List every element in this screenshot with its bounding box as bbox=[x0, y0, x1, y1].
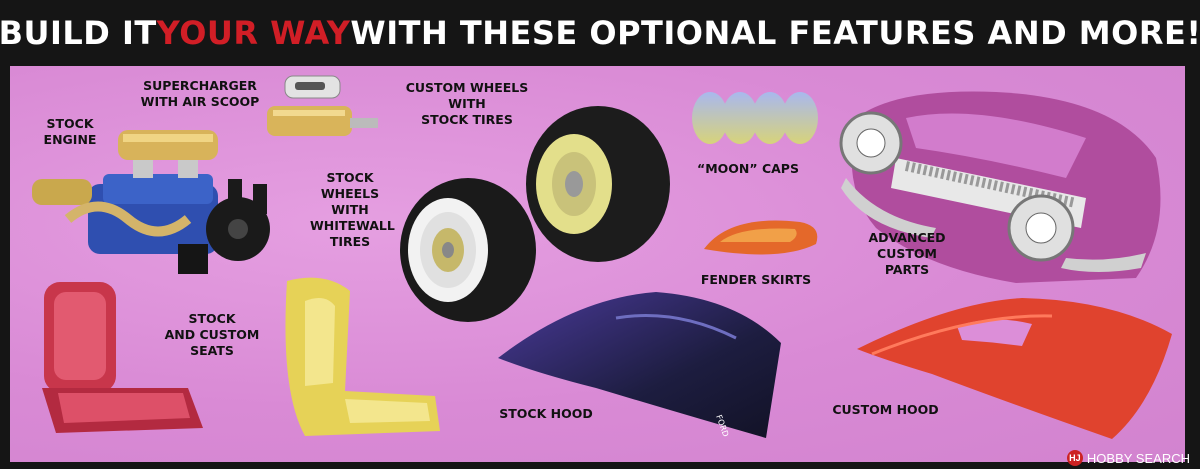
hobby-search-logo-icon: HJ bbox=[1066, 450, 1083, 466]
label-stock-hood: STOCK HOOD bbox=[499, 406, 593, 421]
watermark-text: HOBBY SEARCH bbox=[1086, 450, 1190, 466]
headline-part1: BUILD IT bbox=[0, 14, 157, 52]
stock-engine-image bbox=[32, 130, 270, 274]
advanced-custom-parts-image bbox=[839, 91, 1161, 283]
stock-seat-image bbox=[42, 282, 203, 433]
label-seats: STOCK AND CUSTOM SEATS bbox=[164, 311, 260, 358]
wheels-image bbox=[400, 106, 670, 322]
label-supercharger: SUPERCHARGER WITH AIR SCOOP bbox=[140, 78, 260, 109]
supercharger-image bbox=[267, 75, 378, 136]
label-stock-engine: STOCK ENGINE bbox=[43, 116, 97, 147]
headline-part2: WITH THESE OPTIONAL FEATURES AND MORE! bbox=[350, 14, 1200, 52]
label-custom-wheels: CUSTOM WHEELS WITH STOCK TIRES bbox=[405, 80, 529, 127]
hobby-search-watermark: HJ HOBBY SEARCH bbox=[1066, 449, 1190, 467]
moon-caps-image bbox=[692, 92, 818, 144]
label-custom-hood: CUSTOM HOOD bbox=[832, 402, 939, 417]
label-fender-skirts: FENDER SKIRTS bbox=[700, 272, 812, 287]
custom-seat-image bbox=[285, 277, 440, 436]
headline: BUILD IT YOUR WAY WITH THESE OPTIONAL FE… bbox=[0, 0, 1200, 66]
label-stock-wheels: STOCK WHEELS WITH WHITEWALL TIRES bbox=[310, 170, 395, 249]
feature-panel: STOCK ENGINE SUPERCHARGER WITH AIR SCOOP… bbox=[10, 66, 1185, 462]
custom-hood-image bbox=[857, 298, 1172, 439]
fender-skirts-image bbox=[704, 220, 818, 255]
headline-accent: YOUR WAY bbox=[156, 14, 351, 52]
label-moon-caps: “MOON” CAPS bbox=[697, 161, 799, 176]
label-advanced-custom-parts: ADVANCED CUSTOM PARTS bbox=[868, 230, 946, 277]
stock-hood-image: FORD bbox=[498, 292, 781, 438]
